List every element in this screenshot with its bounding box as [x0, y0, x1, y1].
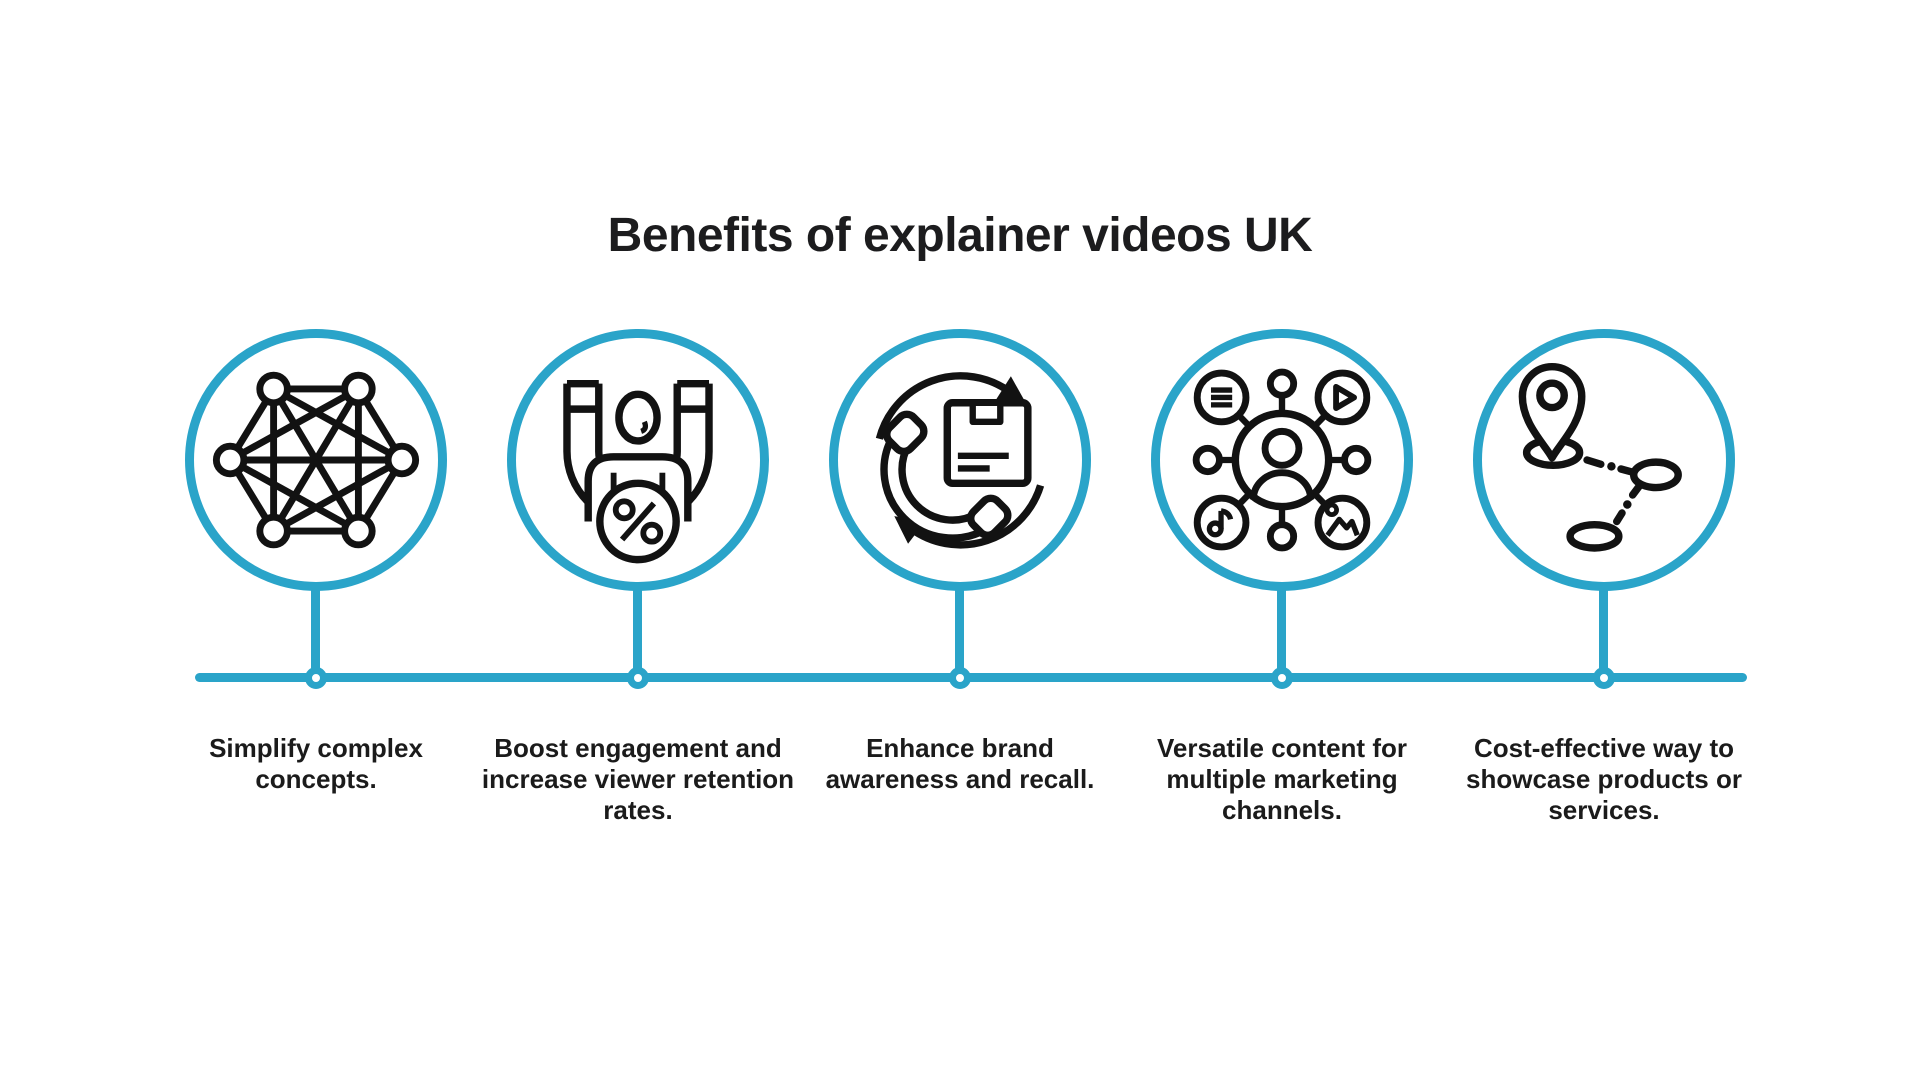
benefit-label: Cost-effective way to showcase products … — [1466, 733, 1742, 825]
benefit-label: Versatile content for multiple marketing… — [1157, 733, 1407, 825]
benefit-item-4: Versatile content for multiple marketing… — [1121, 0, 1443, 1080]
connector-stem — [1277, 589, 1286, 675]
benefit-item-5: Cost-effective way to showcase products … — [1443, 0, 1765, 1080]
connector-stem — [633, 589, 642, 675]
benefit-item-3: Enhance brand awareness and recall. — [799, 0, 1121, 1080]
timeline-node — [1593, 667, 1615, 689]
timeline-node — [949, 667, 971, 689]
benefit-label: Boost engagement and increase viewer ret… — [481, 733, 795, 825]
timeline-line — [195, 673, 1747, 682]
phone-package-cycle-icon — [875, 372, 1045, 549]
magnet-audience-icon — [563, 379, 713, 564]
page-title: Benefits of explainer videos UK — [607, 209, 1313, 262]
benefit-label: Simplify complex concepts. — [209, 733, 423, 794]
benefit-item-2: Boost engagement and increase viewer ret… — [477, 0, 799, 1080]
connector-stem — [311, 589, 320, 675]
item-circle-1 — [185, 329, 447, 591]
person-media-hub-icon — [1192, 368, 1372, 552]
item-circle-5 — [1473, 329, 1735, 591]
timeline-node — [305, 667, 327, 689]
timeline-node — [627, 667, 649, 689]
network-mesh-icon — [212, 371, 420, 549]
timeline-node — [1271, 667, 1293, 689]
route-map-pin-icon — [1518, 363, 1682, 552]
connector-stem — [1599, 589, 1608, 675]
item-circle-3 — [829, 329, 1091, 591]
benefit-item-1: Simplify complex concepts. — [155, 0, 477, 1080]
item-circle-2 — [507, 329, 769, 591]
item-circle-4 — [1151, 329, 1413, 591]
connector-stem — [955, 589, 964, 675]
benefit-label: Enhance brand awareness and recall. — [825, 733, 1095, 794]
